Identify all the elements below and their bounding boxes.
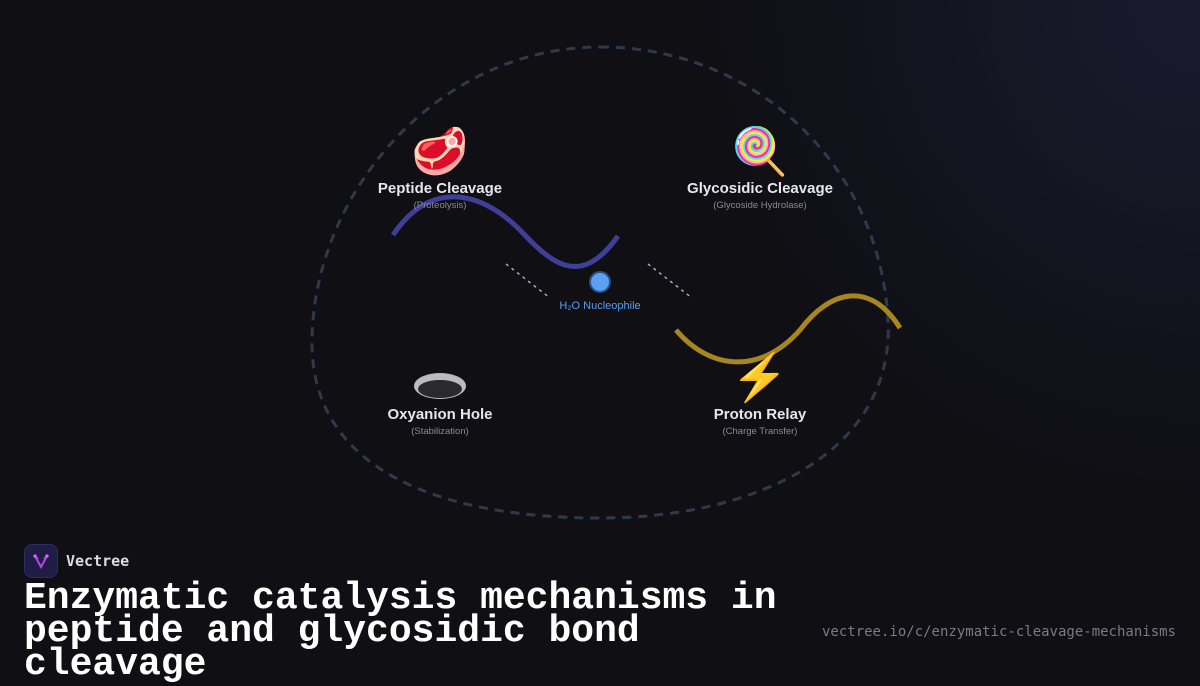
- headline: Enzymatic catalysis mechanisms in peptid…: [24, 577, 777, 686]
- node-proton-relay: ⚡ Proton Relay (Charge Transfer): [660, 352, 860, 437]
- node-title: Oxyanion Hole: [387, 406, 493, 423]
- lollipop-icon: 🍭: [731, 125, 789, 177]
- node-subtitle: (Stabilization): [411, 426, 469, 437]
- lightning-icon: ⚡: [731, 351, 789, 403]
- proton-wave: [674, 293, 903, 365]
- node-subtitle: (Proteolysis): [413, 200, 467, 211]
- dotted-link-right: [647, 263, 693, 299]
- peptide-wave: [390, 194, 621, 269]
- h2o-nucleophile-dot: [589, 271, 611, 293]
- meat-icon: 🥩: [411, 125, 469, 177]
- node-glycosidic-cleavage: 🍭 Glycosidic Cleavage (Glycoside Hydrola…: [660, 126, 860, 211]
- node-peptide-cleavage: 🥩 Peptide Cleavage (Proteolysis): [340, 126, 540, 211]
- h2o-nucleophile-label: H₂O Nucleophile: [559, 300, 641, 312]
- background-glow: [700, 0, 1200, 500]
- brand-name: Vectree: [66, 552, 130, 570]
- vectree-logo-icon: [24, 544, 58, 578]
- node-title: Proton Relay: [713, 406, 807, 423]
- brand: Vectree: [24, 544, 129, 578]
- node-title: Peptide Cleavage: [377, 180, 503, 197]
- node-subtitle: (Charge Transfer): [722, 426, 798, 437]
- oxyanion-hole-icon: [414, 373, 466, 399]
- active-site-boundary: [310, 45, 890, 520]
- node-title: Glycosidic Cleavage: [687, 180, 833, 197]
- node-subtitle: (Glycoside Hydrolase): [713, 200, 807, 211]
- source-url[interactable]: vectree.io/c/enzymatic-cleavage-mechanis…: [821, 624, 1176, 640]
- node-oxyanion-hole: Oxyanion Hole (Stabilization): [340, 352, 540, 437]
- dotted-link-left: [505, 263, 551, 299]
